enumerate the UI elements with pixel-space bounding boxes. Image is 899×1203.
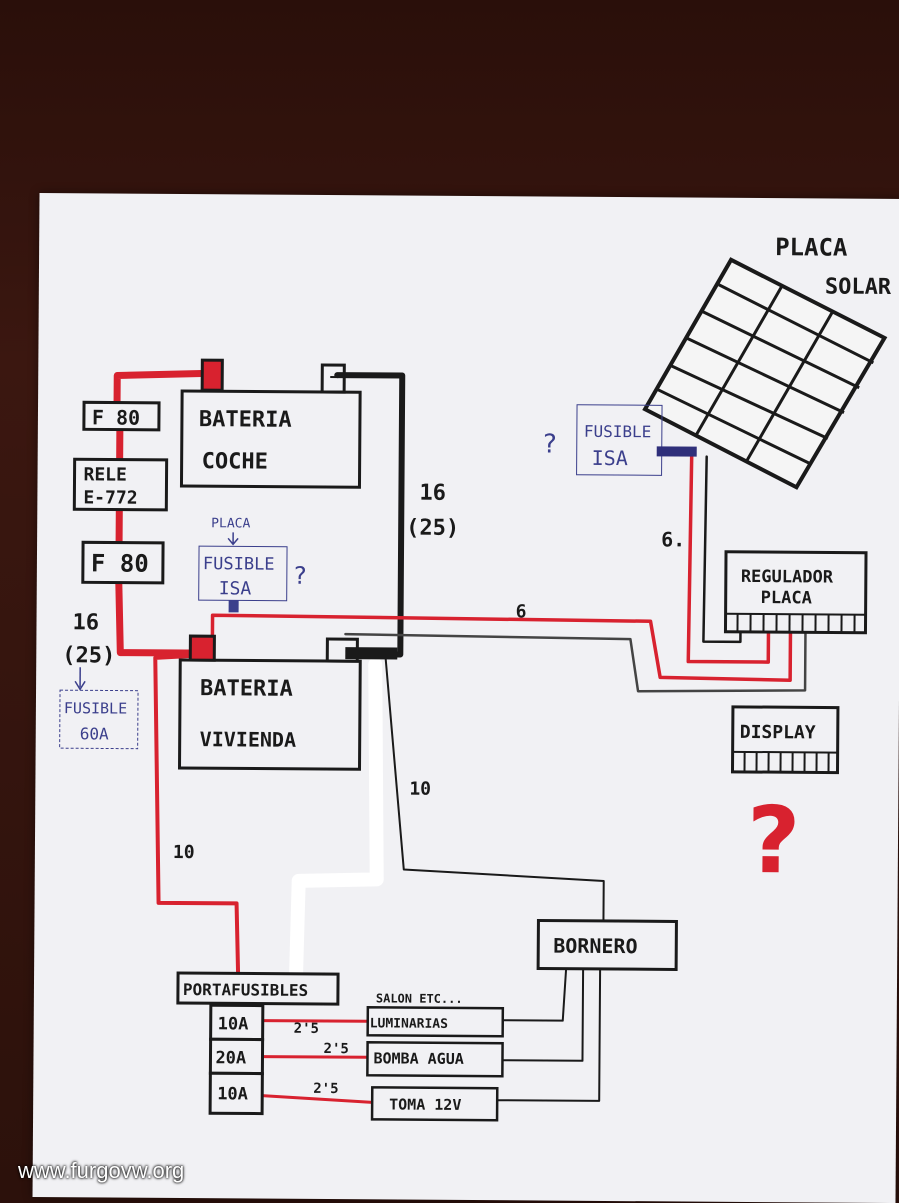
fusible-60a-label-2: 60A [80,724,109,743]
bornero-label: BORNERO [553,934,637,959]
fuse-f80-top-label: F 80 [92,405,140,429]
fuse-holder-label: PORTAFUSIBLES [183,980,308,1000]
watermark: www.furgovw.org [18,1158,184,1184]
gauge-16-right: 16 [419,481,446,506]
fuse-slot-3-label: 10A [217,1084,248,1104]
relay-label-1: RELE [83,464,127,485]
loads-note: SALON ETC... [376,991,463,1006]
solar-label-line1: PLACA [775,233,848,262]
load-bomba-agua-label: BOMBA AGUA [373,1049,463,1068]
paper-sheet: PLACA SOLAR BATERIA COCHE F 80 RELE E-77… [33,193,899,1203]
house-battery-label-2: VIVIENDA [200,727,296,752]
car-battery-label-1: BATERIA [199,407,292,433]
load-toma-12v-label: TOMA 12V [389,1095,461,1114]
house-battery-positive-terminal [190,636,214,660]
wire-red-load-2 [262,1057,367,1058]
relay-label-2: E-772 [83,487,137,508]
wire-black-load-3 [497,968,600,1101]
solar-fuse-question: ? [542,430,558,460]
gauge-25-c: 2'5 [313,1081,338,1097]
solar-label-line2: SOLAR [825,274,892,299]
wire-black-load-2 [502,968,583,1061]
regulator-label-2: PLACA [761,588,812,608]
fusible-isa-label-2: ISA [219,578,252,599]
gauge-10-left: 10 [173,842,195,863]
display-label: DISPLAY [740,722,816,744]
gauge-16-left-alt: (25) [62,643,115,668]
placa-note: PLACA [211,516,250,531]
display-question: ? [747,787,801,894]
solar-fuse-label-2: ISA [592,446,628,470]
fusible-60a-label-1: FUSIBLE [64,699,127,717]
fusible-isa-label-1: FUSIBLE [203,554,275,574]
fuse-f80-bottom-label: F 80 [91,549,149,577]
house-battery-label-1: BATERIA [200,676,293,702]
wire-black-load-1 [503,968,566,1020]
gauge-16-right-alt: (25) [406,516,459,541]
fuse-slot-1-label: 10A [218,1014,249,1034]
gauge-16-left: 16 [72,610,99,635]
gauge-25-a: 2'5 [294,1021,319,1037]
gauge-25-b: 2'5 [323,1041,348,1057]
wiring-diagram: PLACA SOLAR BATERIA COCHE F 80 RELE E-77… [33,193,899,1203]
load-luminarias-label: LUMINARIAS [370,1016,449,1032]
gauge-6-top: 6 [516,601,527,622]
solar-fuse-label-1: FUSIBLE [584,422,652,441]
car-battery-label-2: COCHE [202,449,268,474]
gauge-10-right: 10 [409,779,431,800]
fusible-isa-question: ? [293,562,308,590]
fuse-slot-2-label: 20A [215,1048,246,1068]
wire-black-negative-16 [335,375,402,654]
gauge-6-mid: 6. [661,527,685,551]
regulator-label-1: REGULADOR [741,567,834,588]
car-battery-negative-terminal [322,365,344,392]
car-battery-positive-terminal [202,360,222,390]
